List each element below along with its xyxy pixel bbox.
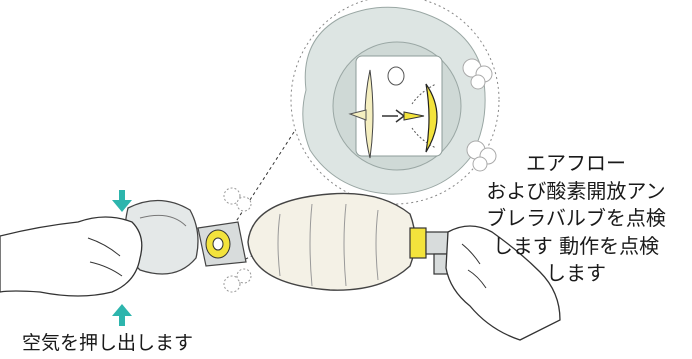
patient-valve <box>197 221 247 267</box>
instruction-line-1: エアフロー <box>526 151 626 175</box>
instruction-line-2: および酸素開放アン <box>486 178 666 203</box>
squeeze-instruction: 空気を押し出します <box>22 332 194 354</box>
right-hand <box>445 225 561 341</box>
exhaust-puffs <box>223 187 252 293</box>
valve-check-instruction: エアフロー および酸素開放アン ブレラバルブを点検 します 動作を点検 します <box>466 150 686 288</box>
down-arrow-icon <box>112 190 132 212</box>
instruction-line-3: ブレラバルブを点検 <box>486 206 666 230</box>
resuscitation-bag <box>247 192 416 291</box>
left-hand <box>0 216 143 297</box>
instruction-line-5: します <box>546 261 606 285</box>
magnified-valve-inset <box>290 0 500 205</box>
instruction-line-4: します 動作を点検 <box>492 233 660 258</box>
up-arrow-icon <box>112 304 132 326</box>
intake-valve <box>409 227 449 275</box>
